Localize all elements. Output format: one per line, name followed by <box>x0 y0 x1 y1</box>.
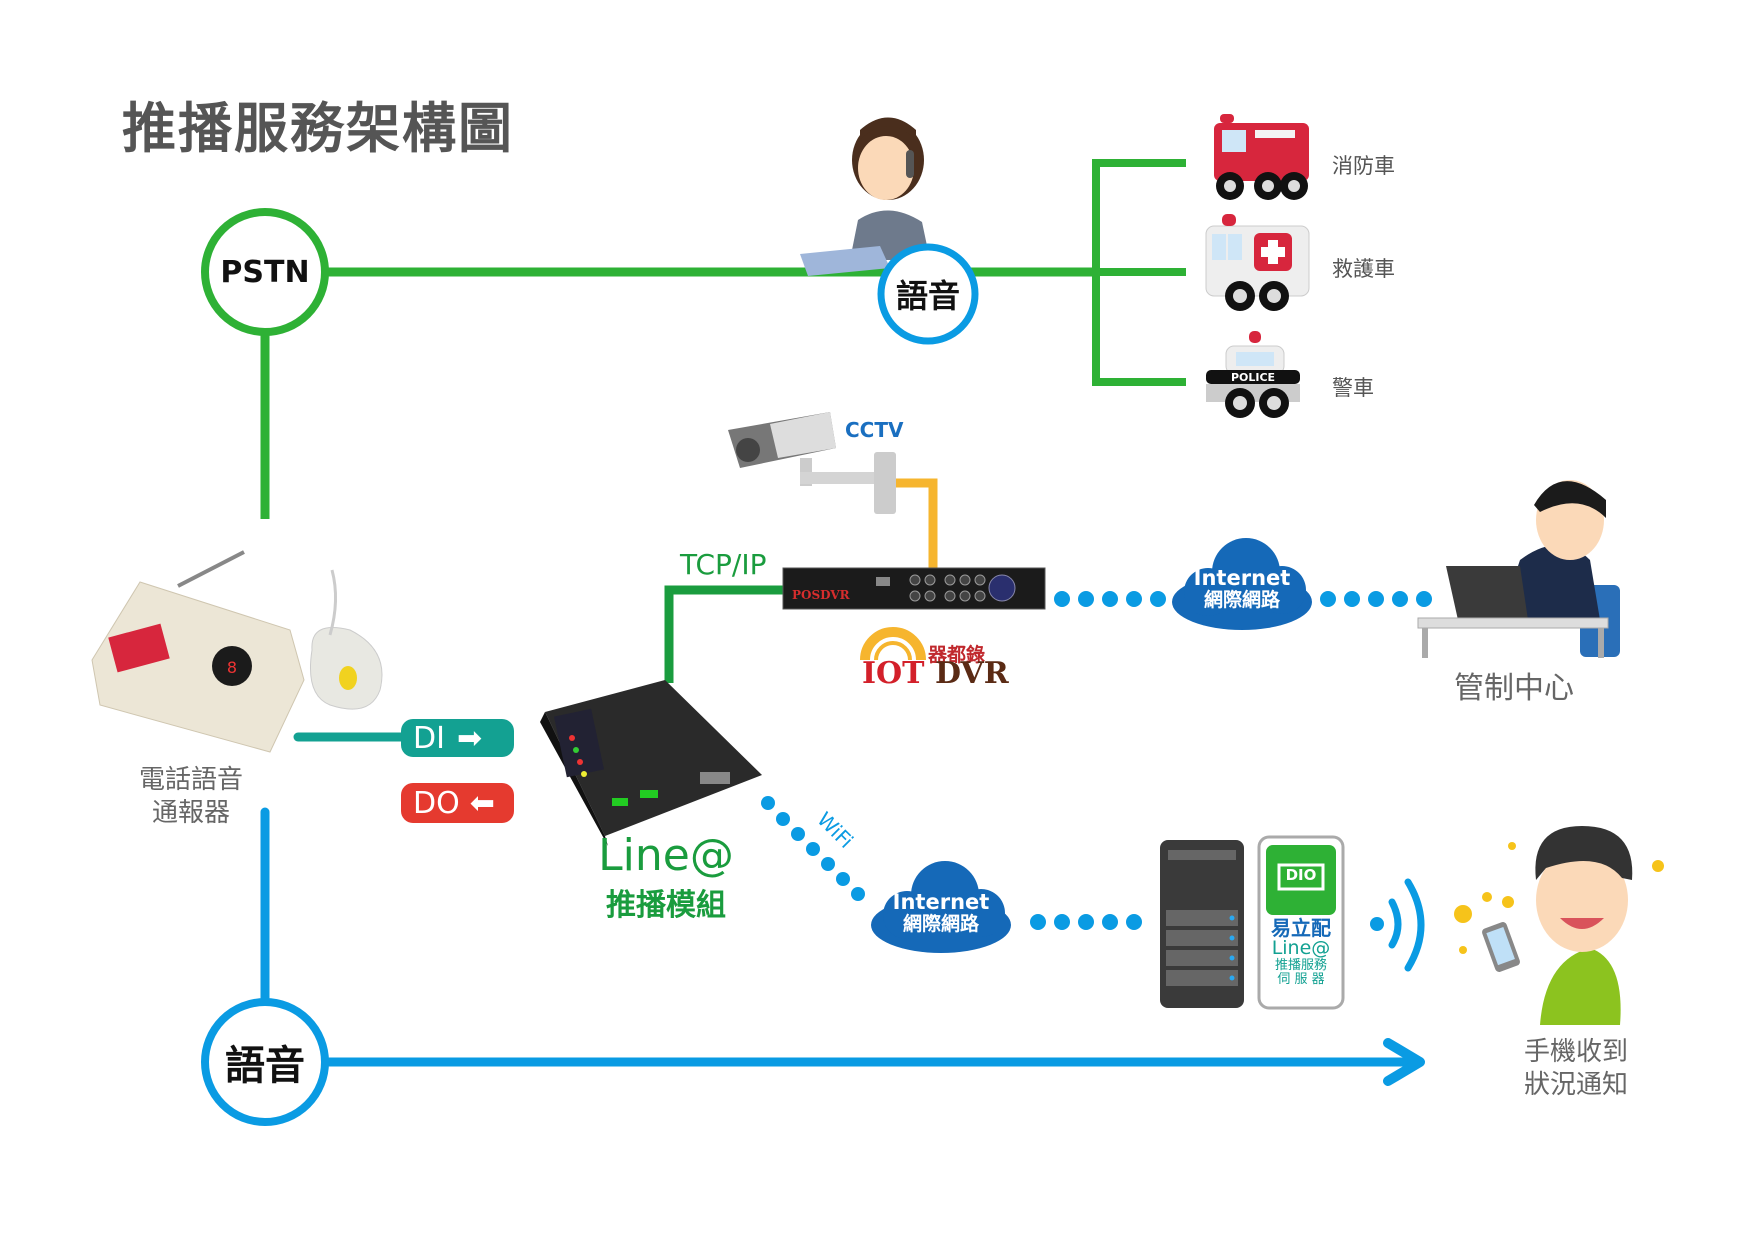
line-module-line2: 推播模組 <box>606 888 726 924</box>
fire-truck-icon <box>1214 114 1309 200</box>
control-center-operator-icon <box>1417 480 1620 658</box>
svg-text:POSDVR: POSDVR <box>792 588 851 602</box>
internet-cloud-top-line1: Internet <box>1193 566 1291 590</box>
server-badge-text: 易立配 Line@ 推播服務 伺 服 器 <box>1259 918 1343 986</box>
pstn-circle <box>201 208 329 336</box>
dvr-internet-dots <box>1054 591 1166 607</box>
alarm-device-label: 電話語音 通報器 <box>121 764 261 829</box>
phone-label-line2: 狀況通知 <box>1523 1069 1628 1100</box>
voice-top-circle <box>877 243 979 345</box>
iot-dvr-logo: IOT DVR <box>862 656 1009 691</box>
server-icon <box>1160 840 1244 1008</box>
arrow-left-icon: ⬅ <box>469 785 495 821</box>
arrow-right-icon: ➡ <box>456 720 483 756</box>
internet-cloud-bottom <box>871 861 1011 953</box>
voice-bottom-circle <box>201 998 329 1126</box>
iot-dvr-logo-iot: IOT <box>862 656 925 691</box>
phone-label-line1: 手機收到 <box>1523 1037 1628 1067</box>
control-center-label: 管制中心 <box>1454 671 1574 706</box>
internet-cloud-bottom-line1: Internet <box>892 890 990 914</box>
di-badge: DI ➡ <box>401 719 514 757</box>
do-badge: DO ⬅ <box>401 783 514 823</box>
internet-cloud-top-line2: 網際網路 <box>1203 589 1280 612</box>
dio-logo-icon <box>1266 845 1336 915</box>
iot-dvr-logo-icon <box>860 627 926 661</box>
cctv-camera-icon <box>728 412 896 514</box>
do-label: DO <box>413 785 460 821</box>
server-badge-line3: 推播服務 <box>1274 957 1327 973</box>
iot-dvr-logo-cn: 器都錄 <box>928 644 986 666</box>
wifi-dots <box>761 796 865 901</box>
line-module-device-icon <box>540 680 762 846</box>
dio-logo-text: DIO <box>1285 866 1317 884</box>
phone-user-icon <box>1454 826 1664 1025</box>
svg-text:POLICE: POLICE <box>1231 371 1275 384</box>
server-badge-line2: Line@ <box>1271 937 1331 959</box>
svg-text:8: 8 <box>227 658 237 677</box>
server-badge-line1: 易立配 <box>1271 916 1331 940</box>
voice-bottom-label: 語音 <box>225 1043 305 1089</box>
internet-cloud-top-text: Internet 網際網路 <box>1172 566 1312 612</box>
ambulance-label: 救護車 <box>1332 257 1395 281</box>
voice-top-label: 語音 <box>895 277 960 315</box>
server-badge-line4: 伺 服 器 <box>1277 971 1325 987</box>
operator-icon <box>800 117 930 276</box>
line-module-line1: Line@ <box>598 830 734 881</box>
page-title: 推播服務架構圖 <box>122 97 514 160</box>
alarm-device-label-line1: 電話語音 <box>138 765 243 795</box>
internet-cloud-bottom-line2: 網際網路 <box>902 913 979 936</box>
iot-dvr-logo-dvr: DVR <box>934 656 1009 691</box>
internet-server-dots <box>1030 914 1142 930</box>
dvr-device-icon: POSDVR <box>782 567 1046 610</box>
phone-notification-label: 手機收到 狀況通知 <box>1506 1036 1646 1101</box>
cctv-cable <box>895 478 938 568</box>
internet-cloud-top <box>1172 538 1312 630</box>
alarm-device-label-line2: 通報器 <box>151 797 230 828</box>
tcpip-line <box>664 585 783 683</box>
police-car-label: 警車 <box>1332 376 1374 400</box>
ambulance-icon <box>1205 214 1310 311</box>
alarm-device-icon: 8 <box>91 550 383 753</box>
voice-arrowhead <box>1383 1038 1425 1086</box>
internet-control-dots <box>1320 591 1432 607</box>
line-module-label: Line@ 推播模組 <box>566 830 766 924</box>
wireless-signal-icon <box>1388 878 1425 972</box>
fire-truck-label: 消防車 <box>1332 154 1395 178</box>
pstn-label: PSTN <box>220 254 310 290</box>
di-label: DI <box>413 720 445 756</box>
police-car-icon: POLICE <box>1206 331 1300 418</box>
internet-cloud-bottom-text: Internet 網際網路 <box>871 890 1011 936</box>
tcpip-label: TCP/IP <box>680 548 767 581</box>
cctv-label: CCTV <box>845 418 904 442</box>
